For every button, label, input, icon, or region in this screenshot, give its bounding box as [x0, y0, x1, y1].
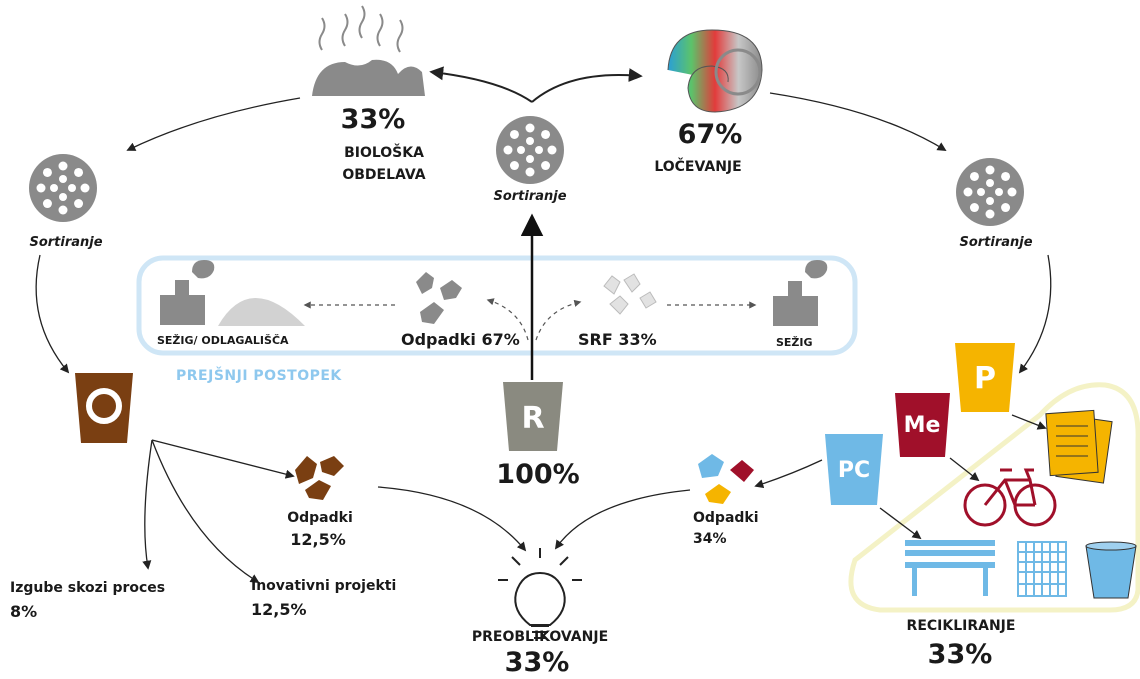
lightbulb-icon: [498, 548, 582, 639]
previous-srf-label: SRF 33%: [578, 330, 657, 349]
residual-bin: R: [503, 382, 563, 451]
paper-bin-letter: P: [974, 361, 996, 396]
sorting-label-left: Sortiranje: [29, 235, 103, 250]
organic-waste-label: Odpadki: [287, 510, 353, 526]
innovative-label: Inovativni projekti: [251, 578, 397, 594]
biological-percent: 33%: [340, 104, 406, 135]
biological-label-line1: BIOLOŠKA: [344, 145, 424, 161]
sorting-disc-right: [956, 158, 1024, 226]
reshaping-label: PREOBLIKOVANJE: [471, 629, 609, 645]
recycling-frame: [848, 382, 1140, 613]
grid-product-icon: [1017, 541, 1067, 597]
bicycle-icon: [963, 468, 1057, 527]
residual-bin-letter: R: [521, 401, 544, 436]
sorting-disc-left: [29, 154, 97, 222]
recyclables-waste-label: Odpadki: [693, 510, 759, 526]
source-percent: 100%: [496, 459, 580, 490]
bench-icon: [905, 540, 995, 596]
reshaping-percent: 33%: [504, 647, 570, 678]
sorting-label-center: Sortiranje: [493, 189, 567, 204]
separation-percent: 67%: [677, 119, 743, 150]
landfill-icon: [218, 298, 305, 326]
waste-pieces-grey: [416, 272, 462, 324]
bucket-icon: [1085, 541, 1137, 599]
previous-waste-label: Odpadki 67%: [401, 330, 520, 349]
flow-arrows: [35, 66, 1052, 583]
factory-icon-right: [773, 260, 828, 326]
losses-label: Izgube skozi proces: [10, 580, 166, 596]
incineration-landfill-label: SEŽIG/ ODLAGALIŠČA: [157, 334, 289, 347]
paper-bin: P: [955, 343, 1015, 412]
biological-label-line2: OBDELAVA: [342, 167, 426, 183]
separation-spiral-icon: [667, 29, 763, 113]
previous-process-frame: [136, 255, 858, 356]
recycling-percent: 33%: [927, 639, 993, 670]
separation-label: LOČEVANJE: [654, 159, 742, 175]
organic-waste-percent: 12,5%: [290, 530, 346, 549]
sorting-disc-center: [496, 116, 564, 184]
metal-bin-letter: Me: [904, 413, 941, 438]
losses-percent: 8%: [10, 602, 38, 621]
sorting-discs: [29, 116, 1024, 226]
waste-pieces-organic: [295, 456, 344, 500]
plastic-bin: PC: [825, 434, 883, 505]
innovative-percent: 12,5%: [251, 600, 307, 619]
plastic-bin-letter: PC: [838, 458, 870, 483]
organic-bin: [75, 373, 133, 443]
recycling-label: RECIKLIRANJE: [906, 618, 1016, 634]
biological-treatment-icon: [312, 5, 425, 96]
recyclables-waste-percent: 34%: [693, 531, 727, 547]
previous-process-arrows: [303, 298, 757, 341]
srf-pieces: [603, 273, 657, 315]
factory-icon-left: [160, 260, 215, 325]
metal-bin: Me: [895, 393, 950, 457]
sorting-label-right: Sortiranje: [959, 235, 1033, 250]
waste-pieces-recyclables: [698, 454, 754, 504]
previous-process-title: PREJŠNJI POSTOPEK: [176, 368, 342, 384]
incineration-label: SEŽIG: [776, 336, 813, 349]
paper-sheets-icon: [1045, 409, 1113, 484]
